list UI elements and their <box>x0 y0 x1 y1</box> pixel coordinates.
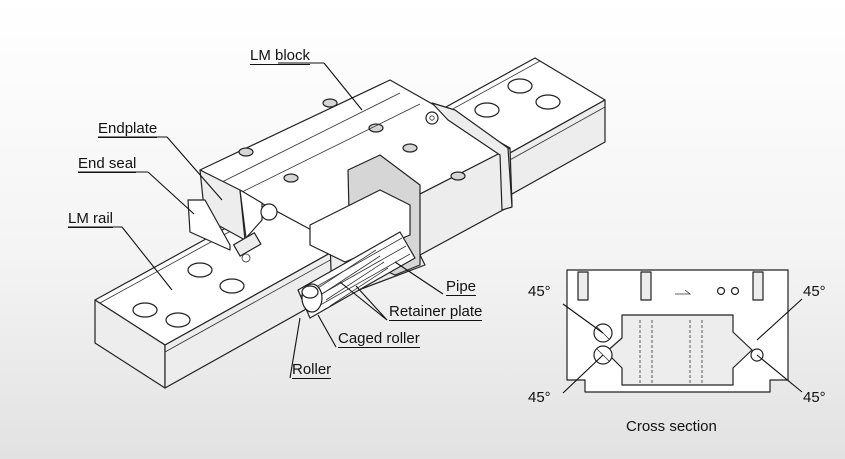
label-caged-roller: Caged roller <box>338 330 420 348</box>
angle-top-right: 45° <box>803 283 826 300</box>
angle-bottom-right: 45° <box>803 389 826 406</box>
label-retainer-plate: Retainer plate <box>389 303 483 321</box>
label-lm-rail: LM rail <box>68 210 114 228</box>
angle-bottom-left: 45° <box>528 389 551 406</box>
cross-section <box>566 269 789 393</box>
lm-block <box>199 79 513 301</box>
label-lm-block: LM block <box>250 47 311 65</box>
leader-lines <box>68 62 803 394</box>
label-roller: Roller <box>292 361 332 379</box>
label-endplate: Endplate <box>98 120 158 138</box>
label-cross-section: Cross section <box>626 418 717 435</box>
label-pipe: Pipe <box>446 278 477 296</box>
label-end-seal: End seal <box>78 155 137 173</box>
caged-rollers <box>297 231 416 319</box>
angle-top-left: 45° <box>528 283 551 300</box>
